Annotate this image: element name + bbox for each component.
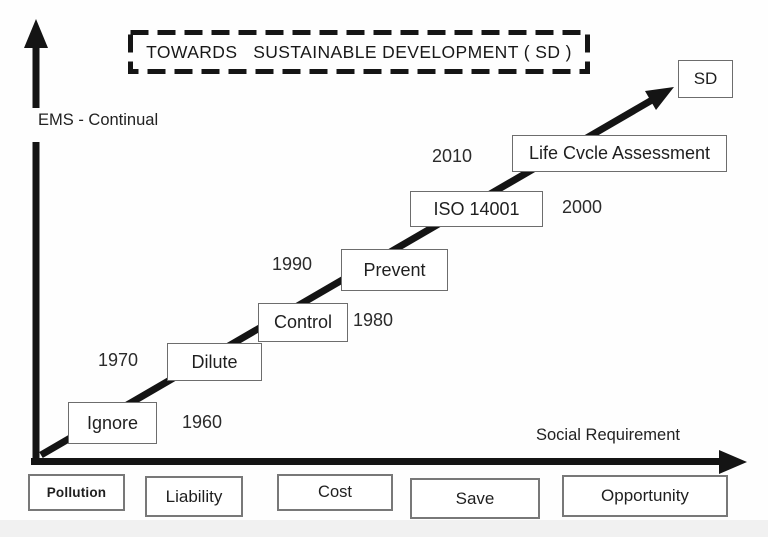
year-label-1980: 1980 bbox=[353, 310, 394, 330]
title-box: TOWARDS SUSTAINABLE DEVELOPMENT ( SD ) bbox=[128, 30, 590, 74]
x-axis-label: Social Requirement bbox=[536, 426, 680, 444]
milestone-box-control: Control bbox=[258, 303, 348, 342]
stage-box-pollution: Pollution bbox=[28, 474, 125, 511]
milestone-box-iso-14001: ISO 14001 bbox=[410, 191, 543, 227]
title-dashed-border bbox=[128, 30, 590, 74]
year-label-1990: 1990 bbox=[272, 254, 313, 274]
footer-strip bbox=[0, 520, 768, 537]
sd-goal-box: SD bbox=[678, 60, 733, 98]
year-label-1960: 1960 bbox=[182, 412, 223, 432]
year-label-2000: 2000 bbox=[562, 197, 603, 217]
milestone-box-life-cycle-assessment: Life Cvcle Assessment bbox=[512, 135, 727, 172]
milestone-box-dilute: Dilute bbox=[167, 343, 262, 381]
title-text: TOWARDS SUSTAINABLE DEVELOPMENT ( SD ) bbox=[146, 41, 572, 62]
y-axis-arrowhead-icon bbox=[24, 19, 48, 48]
x-axis-shaft bbox=[31, 458, 720, 465]
stage-box-save: Save bbox=[410, 478, 540, 519]
year-label-2010: 2010 bbox=[432, 146, 473, 166]
progress-arrowhead-icon bbox=[645, 87, 674, 110]
milestone-box-prevent: Prevent bbox=[341, 249, 448, 291]
milestone-box-ignore: Ignore bbox=[68, 402, 157, 444]
stage-box-liability: Liability bbox=[145, 476, 243, 517]
y-axis-shaft-lower bbox=[32, 142, 40, 464]
stage-box-opportunity: Opportunity bbox=[562, 475, 728, 517]
y-axis-shaft-upper bbox=[32, 44, 40, 108]
x-axis-arrowhead-icon bbox=[719, 450, 747, 474]
year-label-1970: 1970 bbox=[98, 350, 139, 370]
stage-box-cost: Cost bbox=[277, 474, 393, 511]
y-axis-label: EMS - Continual bbox=[38, 111, 159, 129]
